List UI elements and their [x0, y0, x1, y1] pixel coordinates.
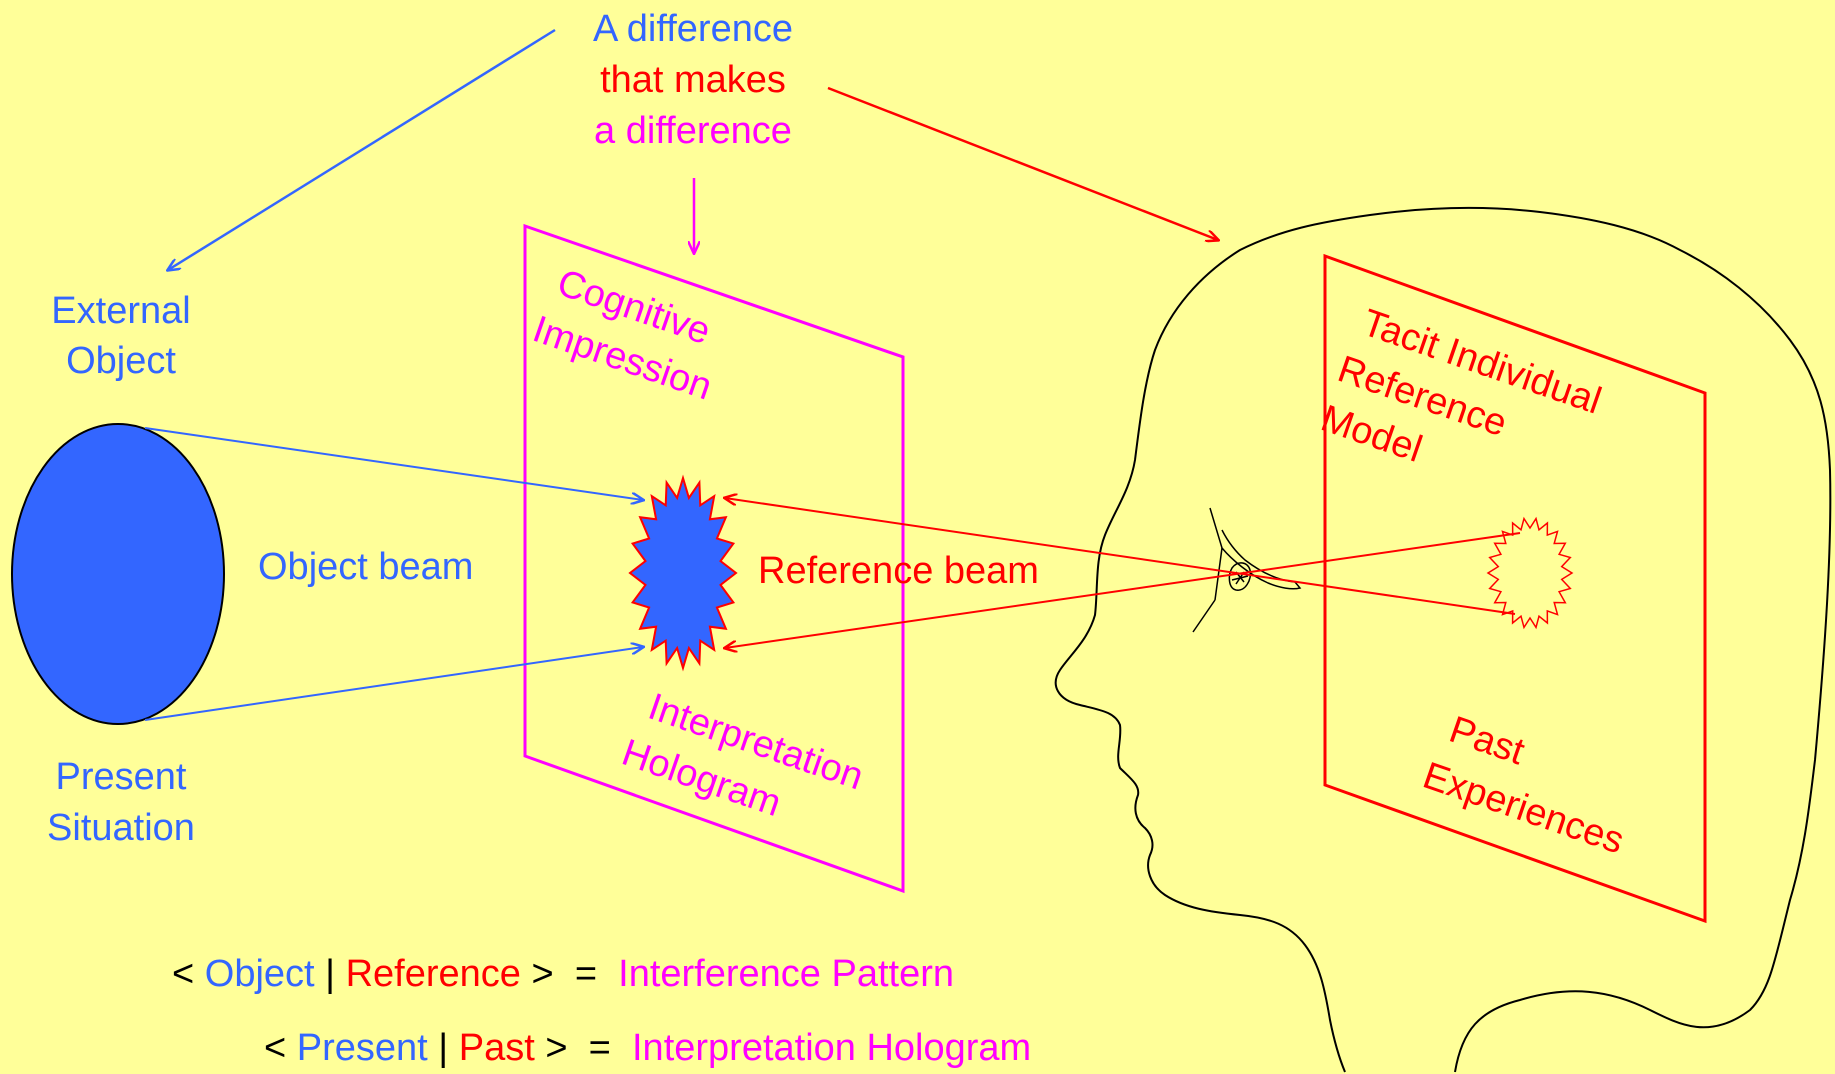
formula-2-present: Present — [297, 1027, 428, 1069]
title-line-1: A difference — [593, 8, 793, 50]
formula-2-close: > — [545, 1027, 567, 1069]
formula-2: < Present | Past > = Interpretation Holo… — [264, 1027, 1031, 1069]
external-object-label-2: Object — [66, 340, 176, 382]
present-situation-label-1: Present — [56, 756, 187, 798]
formula-2-past: Past — [459, 1027, 535, 1069]
formula-2-equals: = — [589, 1027, 611, 1069]
formula-2-open: < — [264, 1027, 286, 1069]
object-beam-label: Object beam — [258, 546, 473, 588]
external-object-ellipse — [12, 424, 224, 724]
formula-1-sep: | — [325, 953, 335, 995]
arrow-to-external-object — [168, 30, 555, 270]
formula-2-sep: | — [438, 1027, 448, 1069]
reference-beam-label: Reference beam — [758, 550, 1039, 592]
title-line-2: that makes — [600, 59, 786, 101]
object-beam-top — [145, 428, 643, 500]
formula-1-object: Object — [205, 953, 315, 995]
external-object-label-1: External — [51, 290, 190, 332]
formula-1-close: > — [531, 953, 553, 995]
arrow-to-head — [828, 88, 1218, 240]
formula-1-result: Interference Pattern — [618, 953, 954, 995]
formula-2-result: Interpretation Hologram — [632, 1027, 1031, 1069]
present-situation-label-2: Situation — [47, 807, 195, 849]
interference-starburst — [630, 478, 736, 668]
formula-1-equals: = — [575, 953, 597, 995]
formula-1-reference: Reference — [346, 953, 521, 995]
formula-1: < Object | Reference > = Interference Pa… — [172, 953, 954, 995]
formula-1-open: < — [172, 953, 194, 995]
past-label-2: Experiences — [1418, 755, 1629, 863]
title-line-3: a difference — [594, 110, 792, 152]
object-beam-bottom — [145, 647, 643, 720]
